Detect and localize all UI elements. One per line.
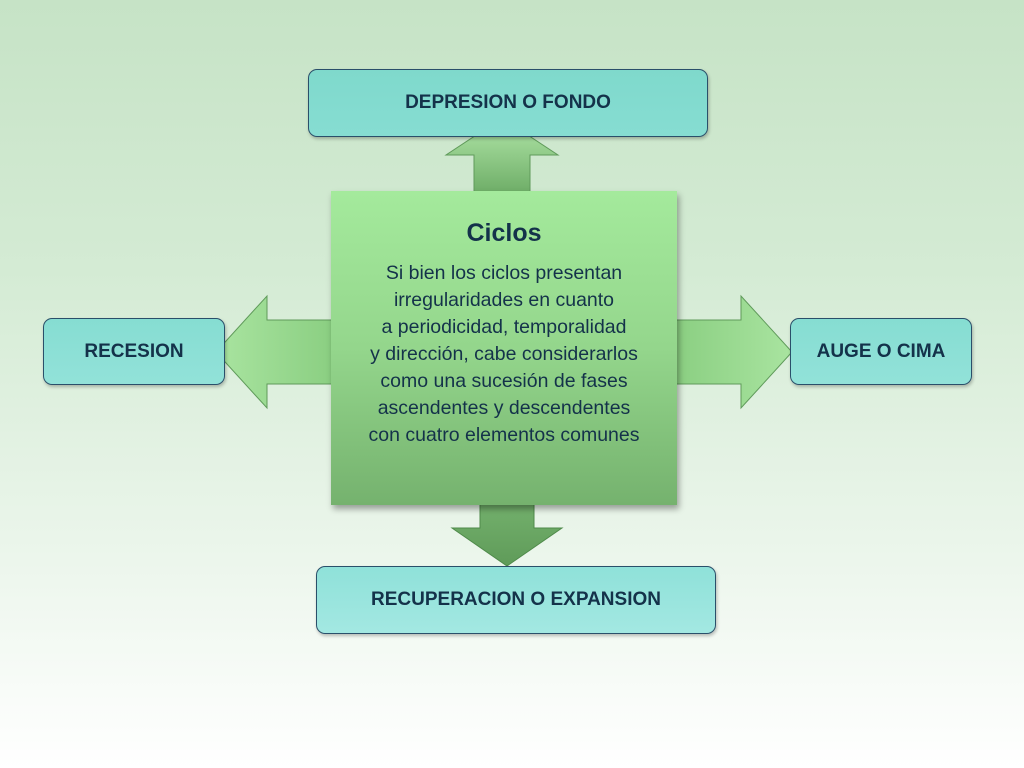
phase-depresion-label: DEPRESION O FONDO bbox=[405, 92, 611, 113]
arrow-right bbox=[675, 294, 793, 410]
phase-recesion-box: RECESION bbox=[43, 318, 225, 385]
center-title: Ciclos bbox=[466, 219, 542, 247]
phase-recuperacion-label: RECUPERACION O EXPANSION bbox=[371, 589, 661, 610]
phase-recuperacion-box: RECUPERACION O EXPANSION bbox=[316, 566, 716, 634]
phase-auge-box: AUGE O CIMA bbox=[790, 318, 972, 385]
phase-depresion-box: DEPRESION O FONDO bbox=[308, 69, 708, 137]
phase-auge-label: AUGE O CIMA bbox=[816, 340, 946, 362]
center-box: Ciclos Si bien los ciclos presentan irre… bbox=[331, 191, 677, 505]
arrow-down bbox=[450, 503, 564, 567]
phase-recesion-label: RECESION bbox=[84, 340, 184, 362]
center-body: Si bien los ciclos presentan irregularid… bbox=[368, 262, 640, 446]
arrow-left bbox=[215, 294, 333, 410]
